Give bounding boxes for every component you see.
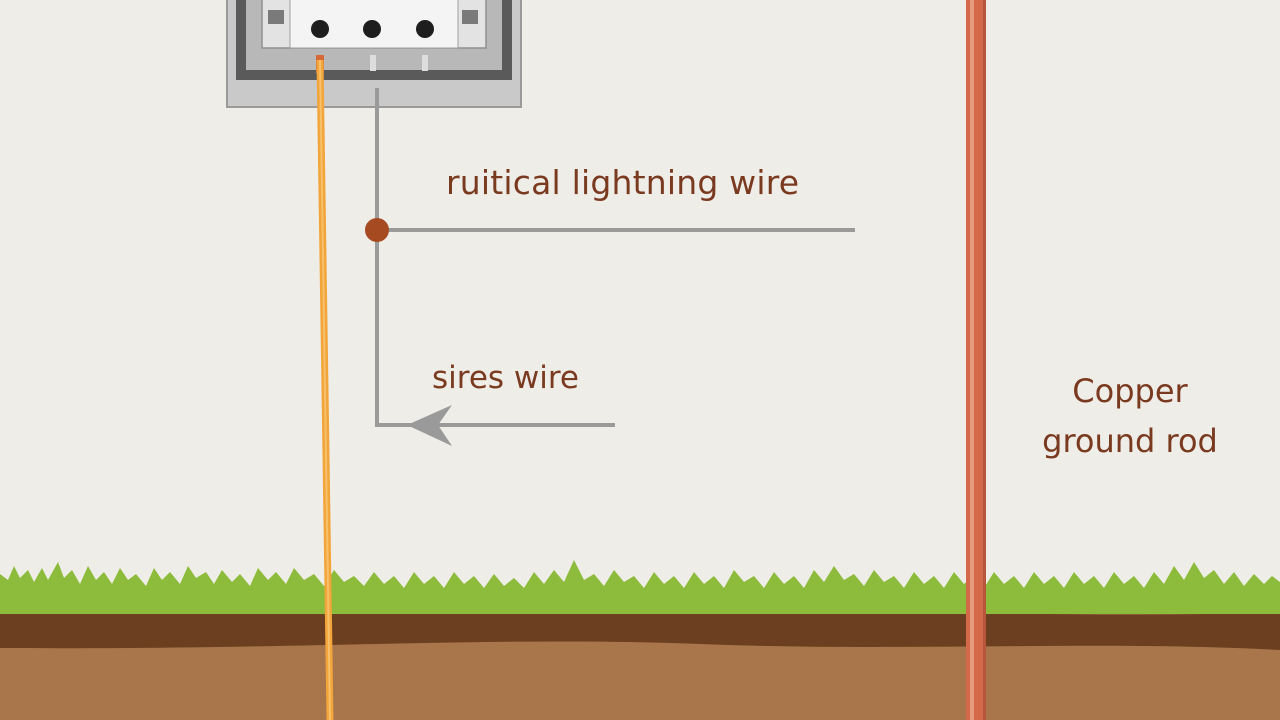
ground <box>0 560 1280 720</box>
copper-rod-label: Copper ground rod <box>1020 366 1240 466</box>
terminal-dot-3 <box>416 20 434 38</box>
soil-top-layer <box>0 610 1280 650</box>
grass <box>0 560 1280 614</box>
copper-ground-rod <box>966 0 986 720</box>
electrical-panel-icon <box>226 0 522 108</box>
copper-rod-label-line2: ground rod <box>1042 422 1218 460</box>
lightning-wire-label: ruitical lightning wire <box>446 163 800 202</box>
sires-wire-path <box>375 88 615 427</box>
sires-wire-label: sires wire <box>432 360 580 396</box>
junction-dot-icon <box>365 218 389 242</box>
arrow-left-icon <box>407 405 452 446</box>
terminal-dot-2 <box>363 20 381 38</box>
terminal-dot-1 <box>311 20 329 38</box>
copper-rod-label-line1: Copper <box>1072 372 1188 410</box>
